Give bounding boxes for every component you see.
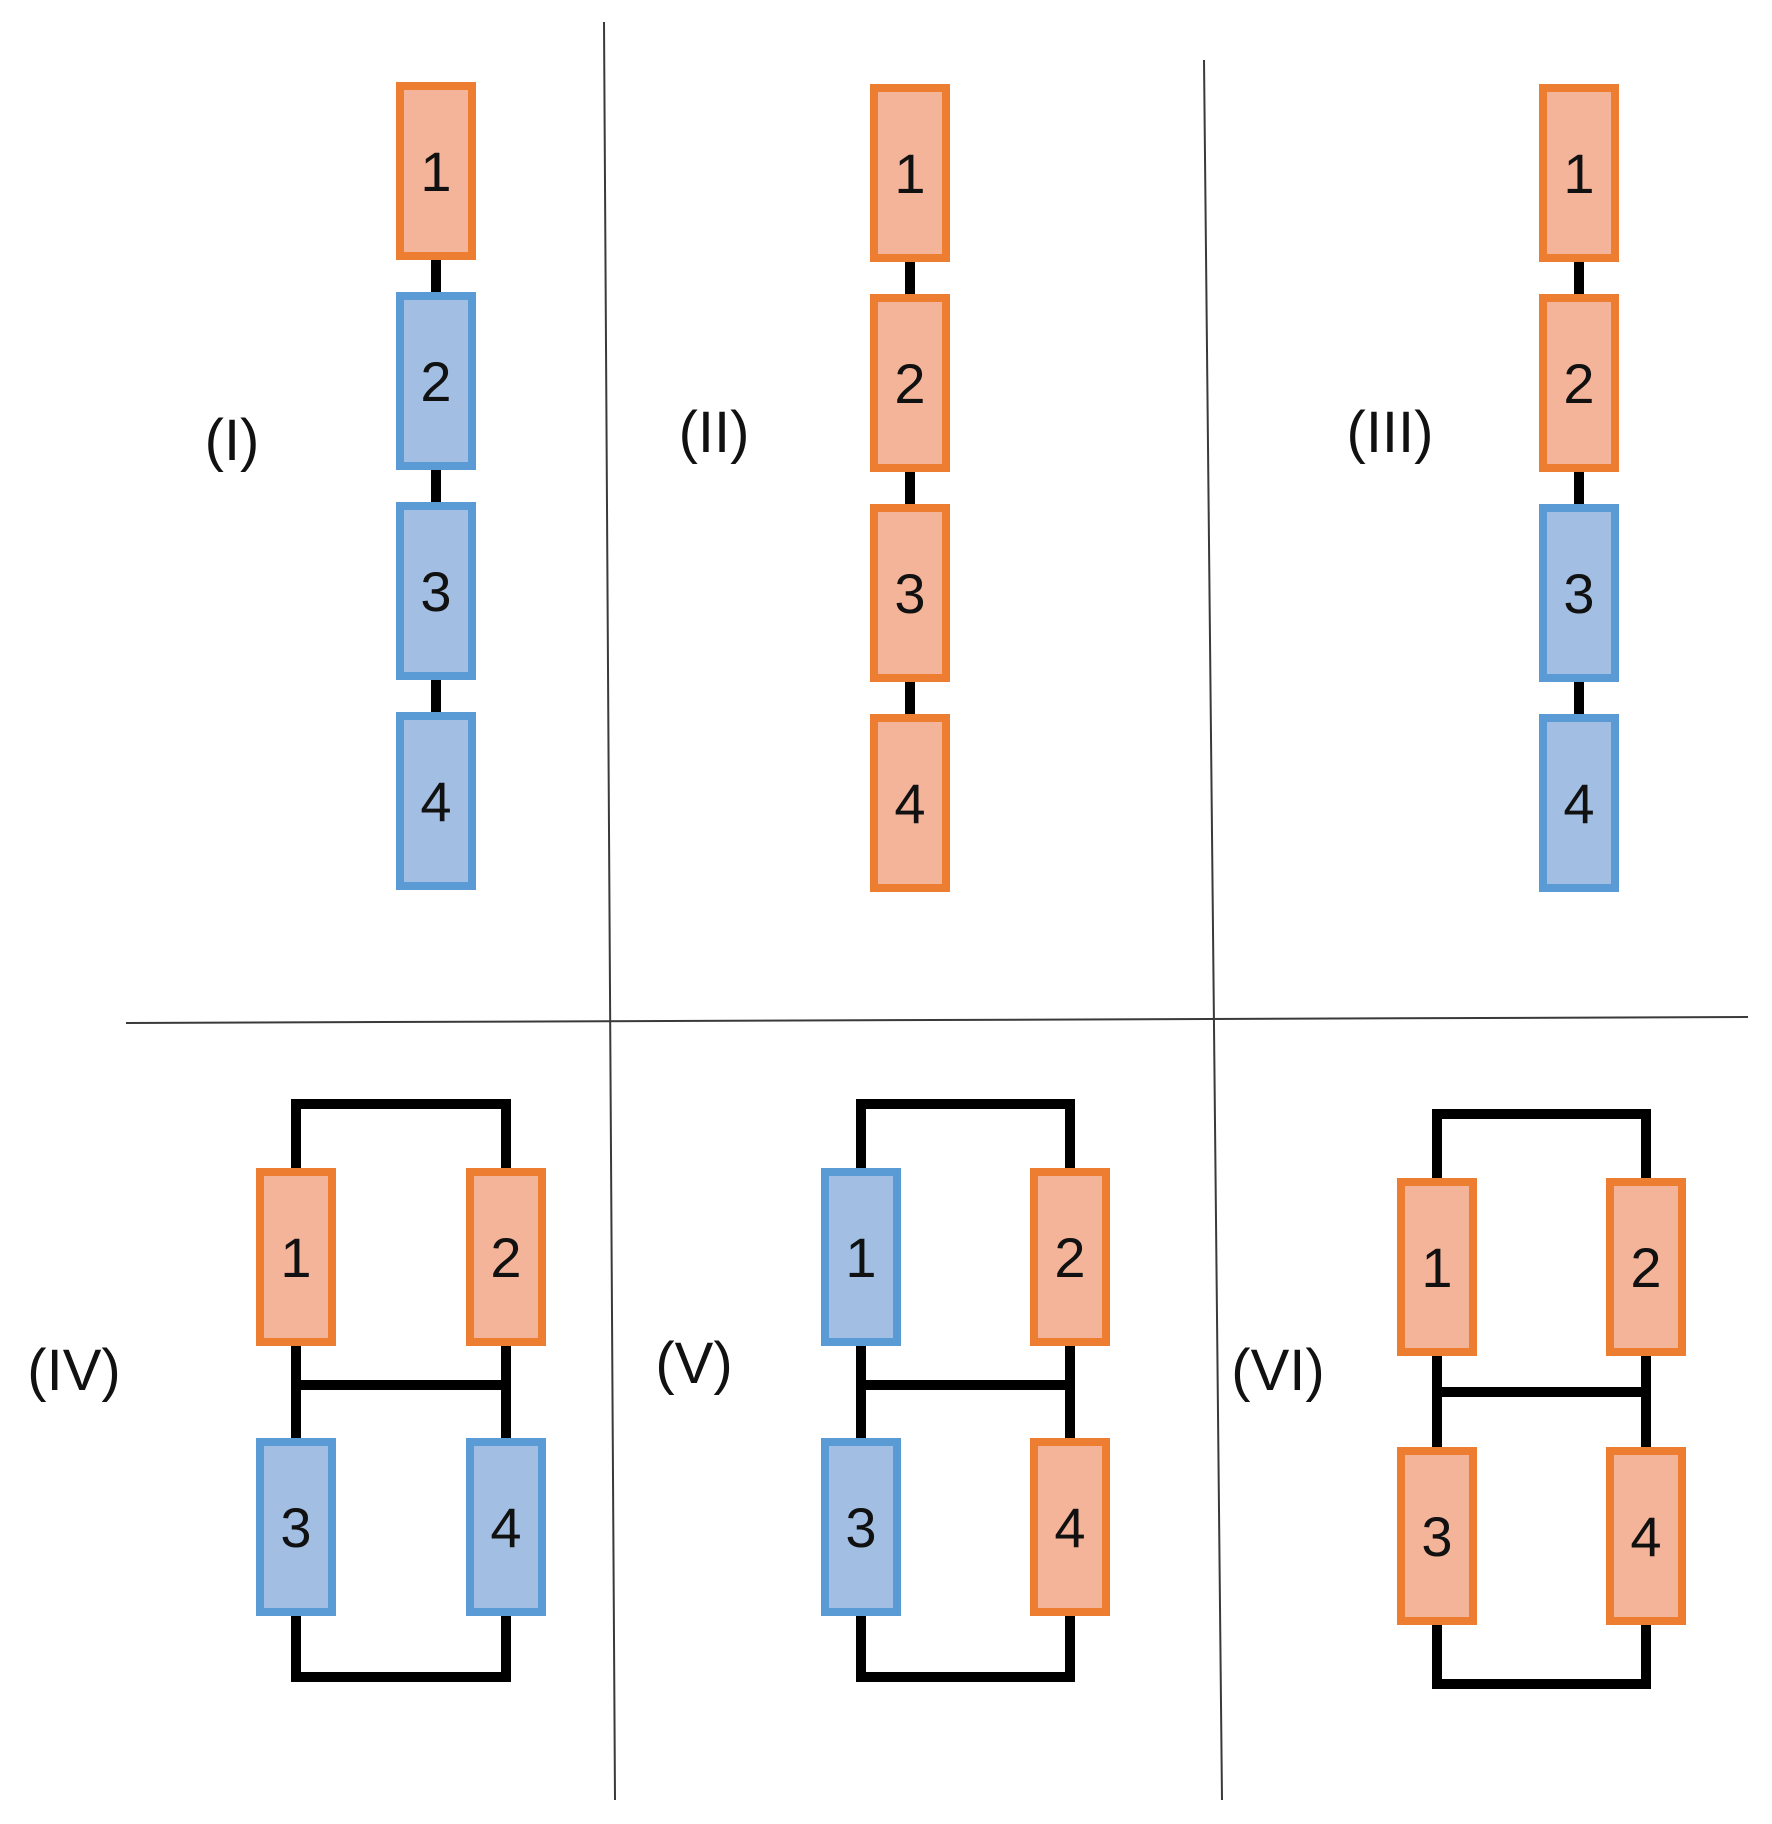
resistor-box-4 (1539, 714, 1619, 892)
resistor-box-4 (1030, 1438, 1110, 1616)
resistor-number-4: 4 (420, 770, 451, 833)
panel-3: (III) 1 2 3 4 (1347, 84, 1619, 892)
resistor-number-4: 4 (1630, 1505, 1661, 1568)
resistor-box-2 (1030, 1168, 1110, 1346)
resistor-number-3: 3 (420, 560, 451, 623)
resistor-box-3 (396, 502, 476, 680)
panel-label: (IV) (27, 1338, 120, 1403)
panel-2: (II) 1 2 3 4 (679, 84, 950, 892)
resistor-box-3 (870, 504, 950, 682)
resistor-number-4: 4 (894, 772, 925, 835)
resistor-number-4: 4 (1054, 1496, 1085, 1559)
panel-label: (III) (1347, 400, 1434, 465)
resistor-number-2: 2 (420, 350, 451, 413)
panel-1: (I) 1 2 3 4 (205, 82, 476, 890)
resistor-box-3 (821, 1438, 901, 1616)
resistor-box-2 (1606, 1178, 1686, 1356)
panel-label: (II) (679, 400, 750, 465)
resistor-box-2 (870, 294, 950, 472)
resistor-box-4 (1606, 1447, 1686, 1625)
panel-4: (IV) 1 2 3 4 (27, 1099, 546, 1682)
resistor-number-3: 3 (1563, 562, 1594, 625)
bottom-wire (1432, 1621, 1651, 1689)
resistor-number-1: 1 (280, 1226, 311, 1289)
panel-label: (VI) (1231, 1338, 1324, 1403)
resistor-box-1 (821, 1168, 901, 1346)
resistor-box-1 (256, 1168, 336, 1346)
panel-label: (I) (205, 408, 260, 473)
resistor-number-2: 2 (1054, 1226, 1085, 1289)
vertical-divider-left (603, 21, 616, 1801)
top-wire (1432, 1109, 1651, 1182)
resistor-number-1: 1 (1421, 1236, 1452, 1299)
resistor-box-2 (1539, 294, 1619, 472)
resistor-box-3 (1539, 504, 1619, 682)
panel-label: (V) (655, 1331, 732, 1396)
resistor-box-1 (1397, 1178, 1477, 1356)
resistor-box-4 (466, 1438, 546, 1616)
top-wire (291, 1099, 511, 1172)
resistor-box-4 (870, 714, 950, 892)
resistor-number-3: 3 (280, 1496, 311, 1559)
resistor-number-2: 2 (490, 1226, 521, 1289)
panel-5: (V) 1 2 3 4 (655, 1099, 1110, 1682)
resistor-box-2 (466, 1168, 546, 1346)
resistor-number-2: 2 (1630, 1236, 1661, 1299)
resistor-box-1 (1539, 84, 1619, 262)
resistor-box-1 (870, 84, 950, 262)
resistor-number-4: 4 (490, 1496, 521, 1559)
resistor-number-1: 1 (894, 142, 925, 205)
resistor-number-1: 1 (1563, 142, 1594, 205)
resistor-box-4 (396, 712, 476, 890)
resistor-number-3: 3 (1421, 1505, 1452, 1568)
resistor-number-3: 3 (845, 1496, 876, 1559)
horizontal-divider (125, 1016, 1749, 1024)
resistor-box-3 (1397, 1447, 1477, 1625)
resistor-number-4: 4 (1563, 772, 1594, 835)
panel-6: (VI) 1 2 3 4 (1231, 1109, 1686, 1689)
resistor-number-2: 2 (894, 352, 925, 415)
resistor-box-3 (256, 1438, 336, 1616)
resistor-number-1: 1 (420, 140, 451, 203)
vertical-divider-right (1203, 59, 1223, 1801)
resistor-number-2: 2 (1563, 352, 1594, 415)
resistor-box-1 (396, 82, 476, 260)
panel-dividers (125, 21, 1749, 1801)
resistor-number-3: 3 (894, 562, 925, 625)
bottom-wire (291, 1612, 511, 1682)
resistor-number-1: 1 (845, 1226, 876, 1289)
resistor-box-2 (396, 292, 476, 470)
top-wire (856, 1099, 1075, 1172)
bottom-wire (856, 1612, 1075, 1682)
